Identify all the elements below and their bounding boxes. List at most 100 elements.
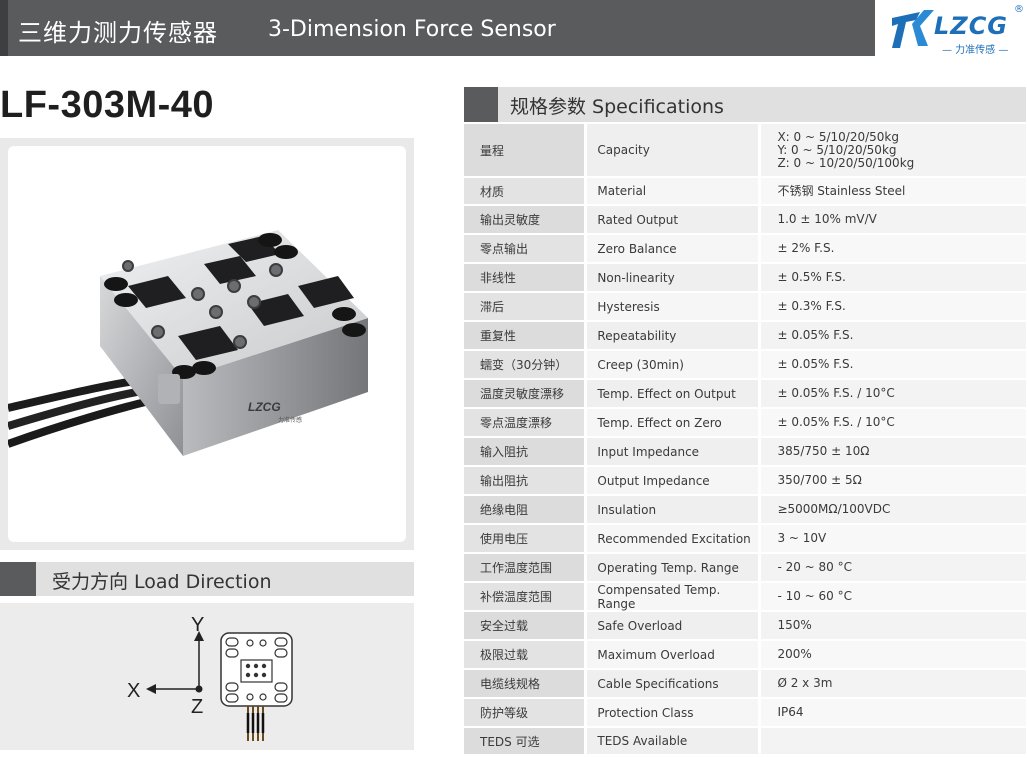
sensor-illustration: LZCG 力准传感 — [8, 230, 368, 456]
spec-label-cn: 非线性 — [464, 264, 585, 291]
spec-value: ± 2% F.S. — [761, 235, 1026, 262]
spec-value: 不锈钢 Stainless Steel — [761, 178, 1026, 204]
spec-value: ± 0.05% F.S. — [761, 351, 1026, 378]
spec-label-en: Capacity — [587, 124, 759, 176]
spec-label-cn: 蠕变（30分钟） — [464, 351, 585, 378]
sensor-brand-text: LZCG — [248, 400, 281, 414]
logo-text: LZCG — [934, 12, 1009, 40]
header-title-en: 3-Dimension Force Sensor — [268, 17, 556, 42]
sensor-brand-sub: 力准传感 — [278, 416, 302, 424]
spec-label-en: Output Impedance — [587, 467, 759, 494]
specifications-accent — [464, 87, 498, 122]
spec-label-en: Safe Overload — [587, 612, 759, 639]
spec-label-en: Maximum Overload — [587, 641, 759, 668]
load-direction-accent — [0, 562, 36, 596]
spec-value: - 10 ~ 60 °C — [761, 583, 1026, 610]
spec-label-en: Repeatability — [587, 322, 759, 349]
spec-label-en: Non-linearity — [587, 264, 759, 291]
spec-value: Ø 2 x 3m — [761, 670, 1026, 697]
load-direction-diagram: Y X Z — [0, 603, 414, 750]
load-direction-title: 受力方向 Load Direction — [52, 571, 272, 593]
company-logo: LZCG — 力准传感 — ® — [888, 4, 1024, 56]
spec-label-cn: 安全过载 — [464, 612, 585, 639]
spec-value: 200% — [761, 641, 1026, 668]
spec-label-en: Cable Specifications — [587, 670, 759, 697]
spec-label-cn: 温度灵敏度漂移 — [464, 380, 585, 407]
registered-mark: ® — [1014, 4, 1024, 15]
spec-label-cn: 量程 — [464, 124, 585, 176]
spec-label-cn: 电缆线规格 — [464, 670, 585, 697]
x-axis-arrow-icon — [146, 684, 156, 694]
spec-label-en: Creep (30min) — [587, 351, 759, 378]
spec-label-en: Material — [587, 178, 759, 204]
product-photo-panel: LZCG 力准传感 — [0, 138, 414, 550]
axis-diagram: Y X Z — [127, 614, 293, 741]
spec-label-cn: 绝缘电阻 — [464, 496, 585, 523]
spec-label-en: Hysteresis — [587, 293, 759, 320]
axis-label-y: Y — [191, 614, 204, 636]
spec-value: IP64 — [761, 699, 1026, 726]
spec-label-en: TEDS Available — [587, 728, 759, 754]
spec-label-en: Temp. Effect on Zero — [587, 409, 759, 436]
spec-label-cn: 输入阻抗 — [464, 438, 585, 465]
y-axis-arrow-icon — [194, 631, 204, 641]
spec-value: 1.0 ± 10% mV/V — [761, 206, 1026, 233]
spec-label-en: Compensated Temp. Range — [587, 583, 759, 611]
spec-label-cn: 重复性 — [464, 322, 585, 349]
axis-label-x: X — [127, 680, 140, 702]
spec-value: - 20 ~ 80 °C — [761, 554, 1026, 581]
spec-label-cn: TEDS 可选 — [464, 728, 585, 754]
axis-label-z: Z — [191, 696, 203, 718]
spec-label-cn: 补偿温度范围 — [464, 583, 585, 610]
spec-label-en: Insulation — [587, 496, 759, 523]
spec-row: 蠕变（30分钟）Creep (30min)± 0.05% F.S. — [464, 351, 1026, 378]
logo-subtitle: — 力准传感 — — [942, 45, 1009, 56]
spec-value: X: 0 ~ 5/10/20/50kg Y: 0 ~ 5/10/20/50kg … — [761, 124, 1026, 176]
spec-value: 350/700 ± 5Ω — [761, 467, 1026, 494]
spec-label-cn: 零点温度漂移 — [464, 409, 585, 436]
spec-value: ± 0.5% F.S. — [761, 264, 1026, 291]
spec-label-en: Temp. Effect on Output — [587, 380, 759, 407]
z-axis-origin-icon — [195, 685, 203, 693]
spec-label-cn: 输出灵敏度 — [464, 206, 585, 233]
spec-label-en: Recommended Excitation — [587, 525, 759, 552]
spec-label-en: Operating Temp. Range — [587, 554, 759, 581]
spec-value — [761, 728, 1026, 754]
spec-value: ± 0.3% F.S. — [761, 293, 1026, 320]
spec-label-en: Zero Balance — [587, 235, 759, 262]
spec-label-cn: 工作温度范围 — [464, 554, 585, 581]
product-photo: LZCG 力准传感 — [8, 146, 406, 542]
spec-value: ≥5000MΩ/100VDC — [761, 496, 1026, 523]
spec-value: ± 0.05% F.S. / 10°C — [761, 380, 1026, 407]
specifications-title: 规格参数 Specifications — [510, 96, 724, 118]
spec-value: ± 0.05% F.S. — [761, 322, 1026, 349]
spec-label-cn: 零点输出 — [464, 235, 585, 262]
header-bar: 三维力测力传感器 3-Dimension Force Sensor — [0, 0, 875, 56]
spec-label-en: Protection Class — [587, 699, 759, 726]
spec-value: 150% — [761, 612, 1026, 639]
spec-label-cn: 滞后 — [464, 293, 585, 320]
spec-label-cn: 防护等级 — [464, 699, 585, 726]
spec-label-cn: 材质 — [464, 178, 585, 204]
logo-mark-icon — [892, 10, 934, 48]
sensor-top-view — [220, 632, 293, 741]
